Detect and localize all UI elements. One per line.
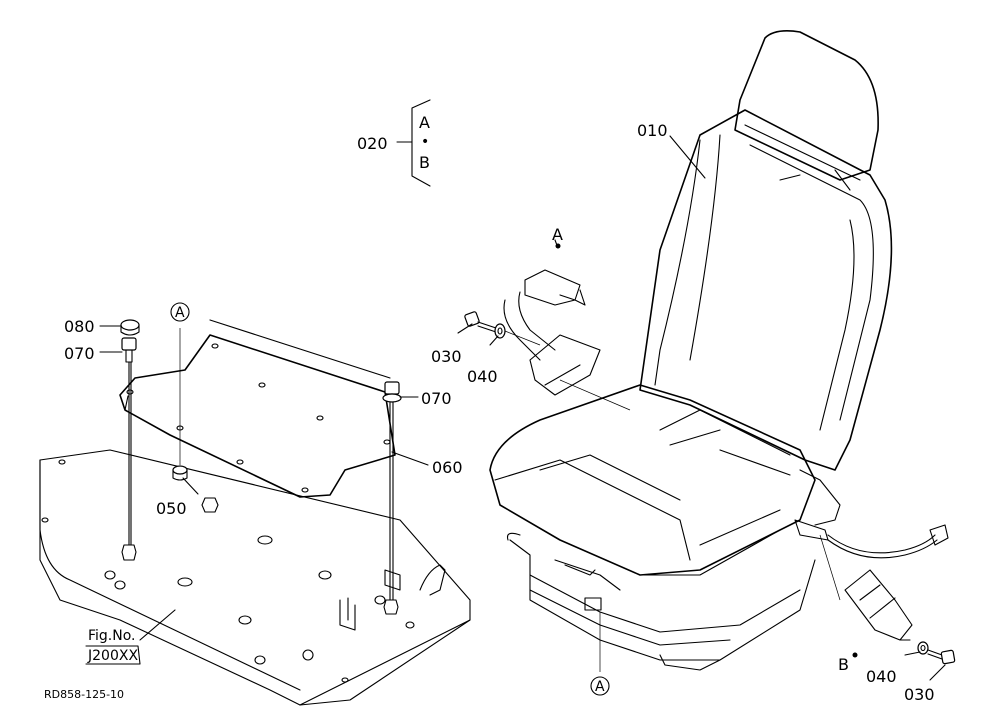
bracket-letter-a: A (419, 113, 430, 132)
ref-circle-a-top (170, 302, 190, 322)
callout-070-right: 070 (421, 389, 452, 408)
seat-belt-a (503, 243, 631, 411)
belt-ref-b: B (838, 655, 849, 674)
fig-ref-underline (85, 645, 141, 665)
bolt-070-left (121, 337, 137, 561)
callout-050: 050 (156, 499, 187, 518)
floor-plate (39, 449, 471, 706)
callout-010: 010 (637, 121, 668, 140)
belt-ref-a: A (552, 225, 563, 244)
nut-050 (172, 328, 188, 481)
ref-circle-a-top-letter: A (175, 305, 185, 321)
seat-belt-b (844, 569, 913, 658)
callout-030-right: 030 (904, 685, 935, 704)
bracket-020 (396, 99, 431, 187)
callout-020: 020 (357, 134, 388, 153)
washer-040-left (494, 323, 541, 346)
seat-assembly (489, 30, 949, 671)
callout-070-left: 070 (64, 344, 95, 363)
callout-080: 080 (64, 317, 95, 336)
callout-030-left: 030 (431, 347, 462, 366)
fig-ref-line2: J200XX (87, 648, 138, 664)
fig-ref-line1: Fig.No. (88, 628, 136, 644)
drawing-code: RD858-125-10 (44, 688, 124, 701)
callout-040-left: 040 (467, 367, 498, 386)
cap-080 (120, 319, 140, 336)
callout-060: 060 (432, 458, 463, 477)
bolt-030-left (464, 311, 497, 333)
callout-040-right: 040 (866, 667, 897, 686)
seat-mount-plate (119, 319, 396, 498)
bracket-separator: • (421, 134, 429, 150)
ref-circle-a-bottom-letter: A (595, 679, 605, 695)
washer-040-right (917, 641, 929, 655)
bolt-070-right (382, 381, 402, 615)
leader-lines (99, 135, 946, 681)
ref-circle-a-bottom (590, 676, 610, 696)
bracket-letter-b: B (419, 153, 430, 172)
bolt-030-right (927, 649, 956, 665)
